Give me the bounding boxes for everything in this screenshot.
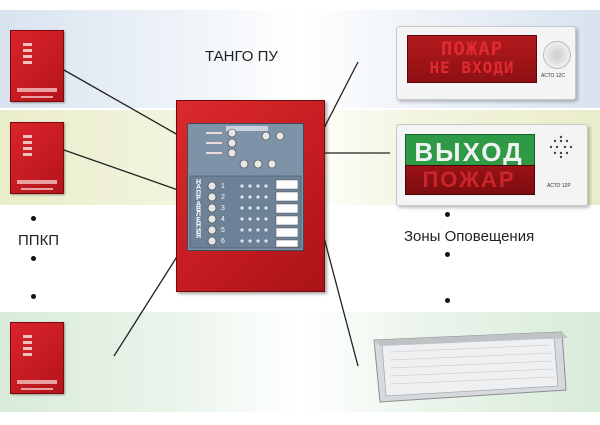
direction-number: 3 — [221, 205, 225, 212]
sign-model: АСТО 12Р — [547, 183, 571, 189]
sign-model: АСТО 12С — [541, 73, 565, 79]
direction-number: 2 — [221, 194, 225, 201]
ellipsis-dot — [31, 294, 36, 299]
direction-number: 5 — [221, 227, 225, 234]
fire-text: ПОЖАР — [422, 167, 516, 192]
connector-lamp — [321, 229, 359, 367]
sign-line-2: НЕ ВХОДИ — [429, 58, 515, 77]
speaker-grille-icon — [549, 135, 573, 159]
exit-text: ВЫХОД — [414, 137, 524, 167]
ellipsis-dot — [445, 298, 450, 303]
fire-sign-top: ПОЖАР НЕ ВХОДИ АСТО 12С — [396, 26, 576, 100]
fire-display — [405, 165, 535, 195]
sign-line-1: ПОЖАР — [440, 38, 504, 60]
exit-sign-middle: ВЫХОД ПОЖАР АСТО 12Р — [396, 124, 588, 206]
direction-number: 1 — [221, 183, 225, 190]
ellipsis-dot — [445, 212, 450, 217]
panel-controls — [189, 128, 302, 249]
direction-number: 4 — [221, 216, 225, 223]
right-label: Зоны Оповещения — [404, 228, 535, 245]
control-panel: НАПРАВЛЕНИЯ 1 2 3 4 5 6 — [176, 100, 325, 292]
sign-display: ПОЖАР НЕ ВХОДИ — [407, 35, 537, 83]
connector-module-3 — [113, 254, 179, 357]
ellipsis-dot — [31, 256, 36, 261]
ellipsis-dot — [31, 216, 36, 221]
connector-module-1 — [63, 69, 179, 136]
directions-vertical-text: НАПРАВЛЕНИЯ — [195, 179, 202, 241]
speaker-icon — [543, 41, 571, 69]
panel-title: ТАНГО ПУ — [205, 48, 278, 65]
panel-face: НАПРАВЛЕНИЯ 1 2 3 4 5 6 — [187, 123, 304, 251]
connector-sign-top — [321, 61, 359, 133]
connector-module-2 — [63, 149, 179, 191]
emergency-lamp — [373, 331, 568, 403]
ellipsis-dot — [445, 252, 450, 257]
direction-number: 6 — [221, 238, 225, 245]
left-label: ППКП — [18, 232, 60, 249]
direction-numbers: 1 2 3 4 5 6 — [221, 181, 231, 247]
fire-module-3 — [10, 322, 64, 394]
fire-module-1 — [10, 30, 64, 102]
fire-module-2 — [10, 122, 64, 194]
